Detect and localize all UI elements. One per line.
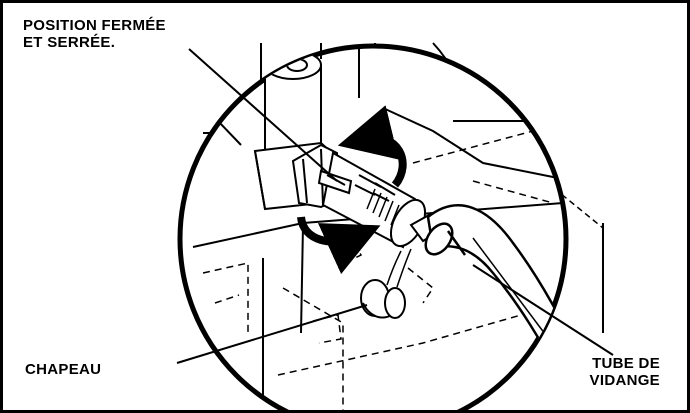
illustration-drawing (176, 42, 614, 410)
label-closed-position: POSITION FERMÉE ET SERRÉE. (23, 17, 166, 51)
tighten-arrow-bottom (297, 216, 381, 275)
label-closed-position-line-2: ET SERRÉE. (23, 34, 116, 51)
tighten-arrow-top (337, 105, 407, 188)
label-closed-position-line-1: POSITION FERMÉE (23, 17, 166, 34)
label-drain-tube-line-2: VIDANGE (589, 372, 660, 389)
leader-drain-tube (472, 264, 614, 356)
leader-closed-position (188, 48, 338, 182)
leader-cap (176, 304, 368, 364)
label-drain-tube: TUBE DE VIDANGE (590, 355, 660, 389)
label-cap: CHAPEAU (25, 361, 102, 378)
leader-lines (176, 48, 614, 364)
vertical-pipe (264, 46, 322, 155)
label-drain-tube-line-1: TUBE DE (592, 355, 660, 372)
drain-cap (360, 248, 412, 319)
